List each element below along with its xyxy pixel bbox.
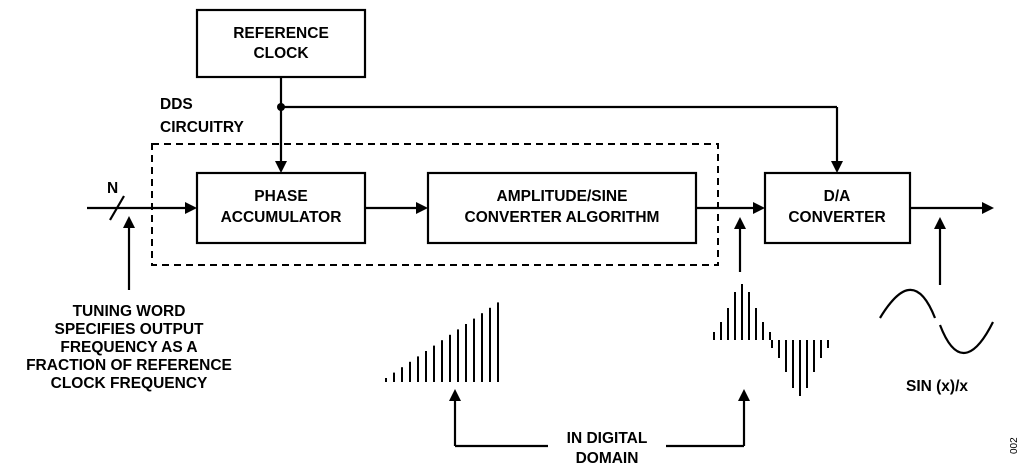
- phase-accumulator-line2: ACCUMULATOR: [221, 209, 342, 226]
- phase-accumulator-block: PHASE ACCUMULATOR: [195, 171, 367, 245]
- da-converter-line2: CONVERTER: [788, 209, 885, 226]
- tuning-word-pointer: [123, 216, 135, 290]
- clock-distribution-lines: [275, 77, 843, 173]
- amplitude-converter-line1: AMPLITUDE/SINE: [497, 188, 628, 205]
- output-label: SIN (x)/x: [906, 378, 968, 395]
- phase-ramp-waveform: [385, 302, 499, 382]
- tuning-word-line5: CLOCK FREQUENCY: [51, 375, 208, 392]
- figure-id: 002: [1009, 437, 1020, 454]
- da-converter-line1: D/A: [824, 188, 851, 205]
- sampled-sine-waveform: [713, 284, 829, 396]
- amplitude-converter-line2: CONVERTER ALGORITHM: [465, 209, 660, 226]
- signal-path-arrows: [365, 202, 994, 214]
- digital-domain-bracket: IN DIGITAL DOMAIN: [449, 389, 750, 467]
- tuning-word-line4: FRACTION OF REFERENCE: [26, 357, 232, 374]
- tuning-word-line3: FREQUENCY AS A: [60, 339, 197, 356]
- dds-label-line1: DDS: [160, 96, 193, 113]
- input-bus-label: N: [107, 180, 118, 197]
- digital-domain-line1: IN DIGITAL: [567, 430, 648, 447]
- da-converter-block: D/A CONVERTER: [763, 171, 912, 245]
- tuning-word-line1: TUNING WORD: [73, 303, 186, 320]
- input-bus: N: [87, 180, 197, 221]
- dds-circuitry-region: [151, 143, 719, 266]
- dds-label-line2: CIRCUITRY: [160, 119, 244, 136]
- phase-accumulator-line1: PHASE: [254, 188, 307, 205]
- reference-clock-block: REFERENCE CLOCK: [195, 8, 367, 79]
- reference-clock-line2: CLOCK: [253, 45, 309, 62]
- waveform-pointers: [734, 217, 946, 285]
- tuning-word-text: TUNING WORD SPECIFIES OUTPUT FREQUENCY A…: [26, 303, 232, 392]
- amplitude-sine-converter-block: AMPLITUDE/SINE CONVERTER ALGORITHM: [426, 171, 698, 245]
- reference-clock-line1: REFERENCE: [233, 25, 329, 42]
- analog-sine-output: SIN (x)/x: [879, 288, 994, 395]
- tuning-word-line2: SPECIFIES OUTPUT: [55, 321, 205, 338]
- digital-domain-line2: DOMAIN: [576, 450, 639, 467]
